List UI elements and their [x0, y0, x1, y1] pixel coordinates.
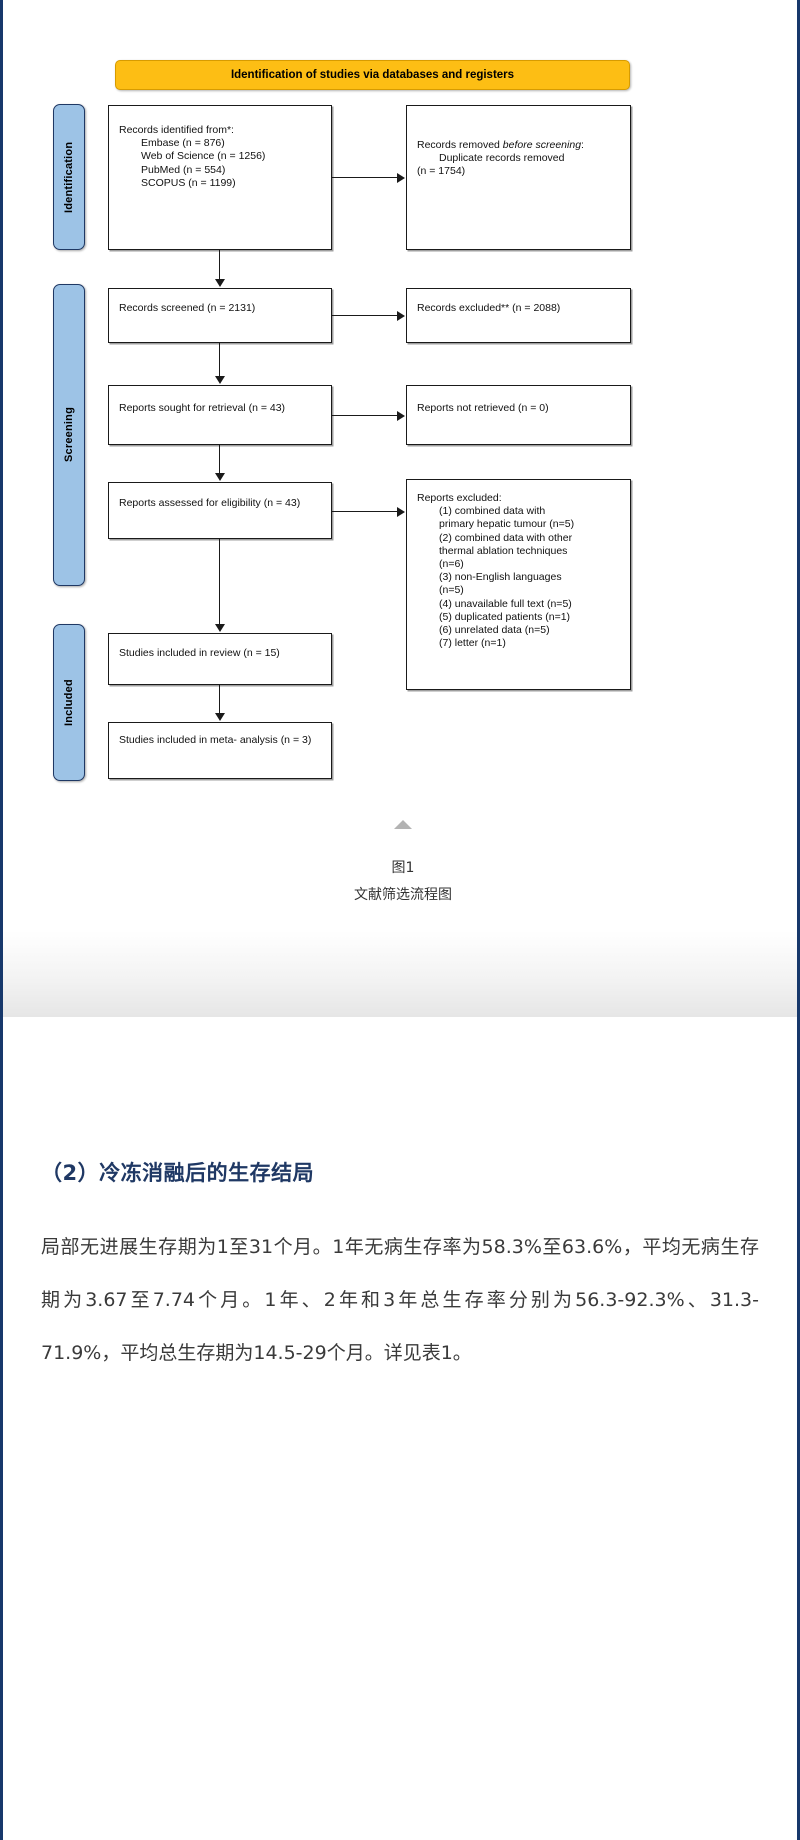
collapse-triangle-icon[interactable]: [394, 820, 412, 829]
reports-sought-count: (n = 43): [248, 402, 286, 414]
figure-gradient-band: [3, 931, 797, 1017]
connector-line-sought-assessed: [219, 445, 221, 474]
phase-tab-included: Included: [53, 624, 85, 781]
section-spacer: [3, 1017, 797, 1157]
exclusion-reason-3b: (n=5): [439, 584, 464, 597]
exclusion-reason-2a: (2) combined data with other: [439, 531, 573, 544]
studies-in-meta-analysis-count: (n = 3): [280, 734, 312, 746]
connector-line-assessed-excluded: [332, 511, 398, 513]
connector-line-sought-notretrieved: [332, 415, 398, 417]
exclusion-reason-5: (5) duplicated patients (n=1): [439, 610, 571, 623]
phase-tab-identification: Identification: [53, 104, 85, 250]
exclusion-reason-1a: (1) combined data with: [439, 505, 546, 518]
exclusion-reason-4: (4) unavailable full text (n=5): [439, 597, 572, 610]
source-web-of-science: Web of Science (n = 1256): [141, 150, 266, 163]
connector-arrow-assessed-review: [214, 624, 225, 632]
reports-assessed-count: (n = 43): [263, 497, 301, 509]
box-records-identified: Records identified from*: Embase (n = 87…: [108, 105, 332, 250]
prisma-figure: Identification Screening Included Identi…: [3, 0, 797, 1017]
phase-label-included: Included: [63, 679, 75, 726]
exclusion-reason-2c: (n=6): [439, 558, 464, 571]
box-reports-excluded: Reports excluded: (1) combined data with…: [406, 479, 631, 690]
records-removed-screening: screening: [535, 139, 582, 151]
connector-arrow-assessed-excluded: [397, 506, 405, 517]
connector-line-identified-screened: [219, 250, 221, 280]
connector-arrow-identified-removed: [397, 172, 405, 183]
records-removed-colon: :: [581, 139, 584, 151]
box-records-excluded: Records excluded** (n = 2088): [406, 288, 631, 343]
box-title-studies-in-meta-analysis-2: analysis: [239, 734, 278, 746]
duplicate-records-count: (n = 1754): [417, 165, 466, 178]
box-title-reports-assessed: Reports assessed for eligibility: [119, 497, 261, 509]
box-reports-assessed: Reports assessed for eligibility (n = 43…: [108, 482, 332, 539]
box-records-screened: Records screened (n = 2131): [108, 288, 332, 343]
exclusion-reason-7: (7) letter (n=1): [439, 637, 506, 650]
diagram-banner-label: Identification of studies via databases …: [230, 69, 515, 81]
box-title-records-identified: Records identified from*:: [119, 124, 234, 136]
records-screened-count: (n = 2131): [207, 302, 256, 314]
box-title-studies-in-review: Studies included in review: [119, 647, 241, 659]
box-title-reports-sought: Reports sought for retrieval: [119, 402, 246, 414]
box-studies-in-meta-analysis: Studies included in meta- analysis (n = …: [108, 722, 332, 779]
box-title-records-screened: Records screened: [119, 302, 205, 314]
reports-not-retrieved-count: (n = 0): [517, 402, 549, 414]
exclusion-reason-1b: primary hepatic tumour (n=5): [439, 518, 575, 531]
records-removed-text: Records removed: [417, 139, 503, 151]
connector-arrow-screened-excluded: [397, 310, 405, 321]
connector-line-review-meta: [219, 685, 221, 714]
box-reports-not-retrieved: Reports not retrieved (n = 0): [406, 385, 631, 445]
connector-line-identified-removed: [332, 177, 398, 179]
box-title-records-removed: Records removed before: [417, 139, 533, 151]
section-heading: （2）冷冻消融后的生存结局: [41, 1161, 315, 1185]
connector-line-assessed-review: [219, 539, 221, 625]
box-title-records-excluded: Records excluded**: [417, 302, 510, 314]
connector-arrow-sought-assessed: [214, 473, 225, 481]
phase-label-screening: Screening: [63, 407, 75, 463]
records-removed-before: before: [502, 139, 533, 151]
connector-line-screened-excluded: [332, 315, 398, 317]
figure-caption-text: 文献筛选流程图: [354, 887, 452, 903]
records-removed-screening-line: screening:: [536, 139, 584, 151]
source-embase: Embase (n = 876): [141, 137, 225, 150]
prisma-diagram: Identification Screening Included Identi…: [3, 0, 797, 820]
duplicate-records-removed: Duplicate records removed: [439, 152, 565, 165]
studies-in-review-count: (n = 15): [243, 647, 280, 659]
box-title-reports-excluded: Reports excluded:: [417, 492, 502, 504]
connector-arrow-review-meta: [214, 713, 225, 721]
box-reports-sought: Reports sought for retrieval (n = 43): [108, 385, 332, 445]
connector-arrow-sought-notretrieved: [397, 410, 405, 421]
section-paragraph: 局部无进展生存期为1至31个月。1年无病生存率为58.3%至63.6%，平均无病…: [41, 1236, 759, 1364]
connector-arrow-identified-screened: [214, 279, 225, 287]
article-body: （2）冷冻消融后的生存结局 局部无进展生存期为1至31个月。1年无病生存率为58…: [3, 1157, 797, 1380]
exclusion-reason-2b: thermal ablation techniques: [439, 544, 568, 557]
figure-caption: 图1 文献筛选流程图: [3, 855, 797, 909]
connector-arrow-screened-sought: [214, 376, 225, 384]
figure-caption-number: 图1: [391, 860, 415, 876]
box-studies-in-review: Studies included in review (n = 15): [108, 633, 332, 685]
connector-line-screened-sought: [219, 343, 221, 377]
box-records-removed: Records removed before screening: Duplic…: [406, 105, 631, 250]
box-title-reports-not-retrieved: Reports not retrieved: [417, 402, 516, 414]
source-pubmed: PubMed (n = 554): [141, 163, 226, 176]
records-excluded-count: (n = 2088): [512, 302, 561, 314]
exclusion-reason-3a: (3) non-English languages: [439, 571, 562, 584]
diagram-banner: Identification of studies via databases …: [115, 60, 630, 90]
exclusion-reason-6: (6) unrelated data (n=5): [439, 624, 550, 637]
phase-tab-screening: Screening: [53, 284, 85, 586]
source-scopus: SCOPUS (n = 1199): [141, 176, 236, 189]
phase-label-identification: Identification: [63, 141, 75, 213]
box-title-studies-in-meta-analysis: Studies included in meta-: [119, 734, 237, 746]
